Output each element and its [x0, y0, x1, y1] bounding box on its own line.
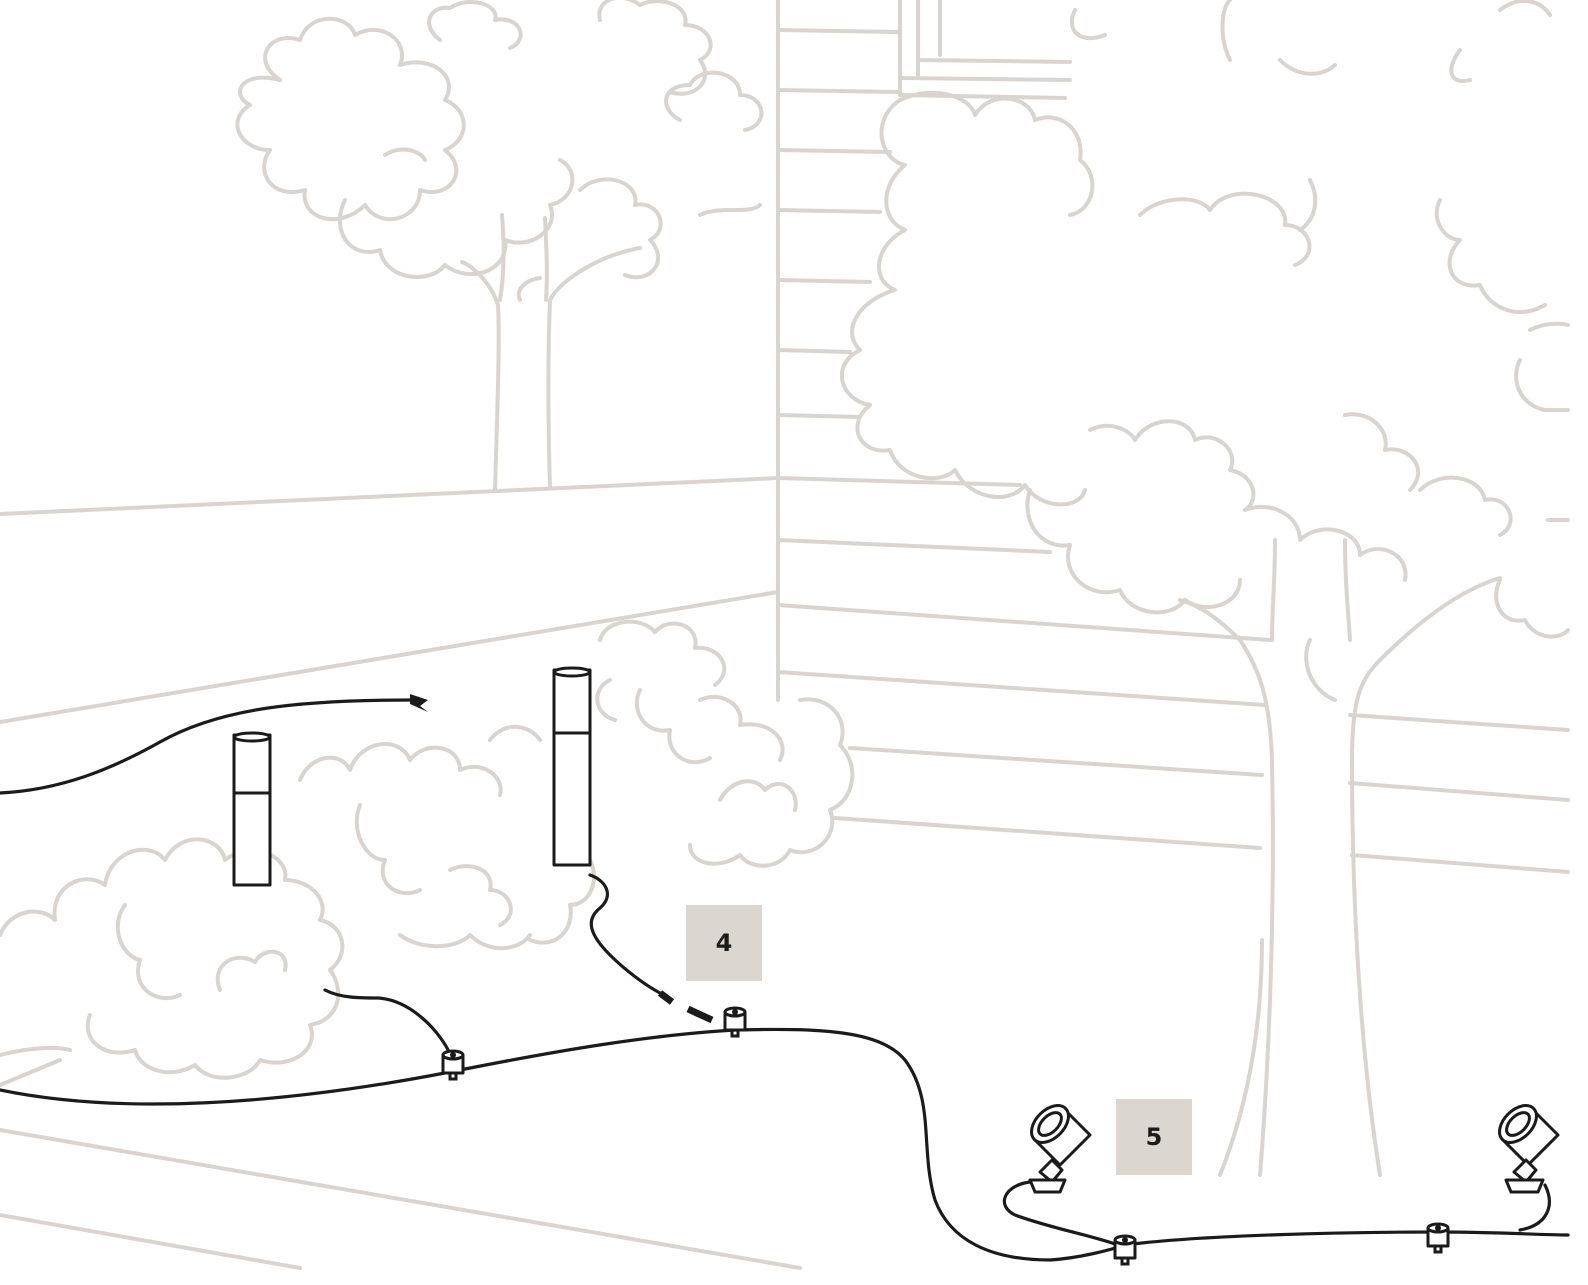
left-tree — [237, 0, 761, 490]
right-tree — [842, 0, 1568, 1175]
shrubs — [0, 622, 852, 1078]
cable-connector — [1428, 1224, 1448, 1252]
main-cable — [0, 1029, 1568, 1260]
spotlight-left — [1025, 1099, 1090, 1192]
house-window — [900, 0, 1070, 98]
background-scenery — [0, 0, 1568, 1268]
step-label-5: 5 — [1116, 1099, 1192, 1175]
step-number: 5 — [1146, 1123, 1163, 1151]
cable-plug-end — [0, 694, 428, 793]
cable-connector — [443, 1051, 463, 1079]
cable-dashed-segment — [660, 993, 712, 1020]
bollard-light-right — [554, 668, 590, 865]
branch-cable-bollard-right — [590, 875, 660, 993]
garden-edges — [0, 478, 800, 1268]
step-label-4: 4 — [686, 905, 762, 981]
branch-cable-bollard-left — [325, 990, 452, 1058]
bollard-light-left — [234, 733, 270, 885]
cable-connector — [1115, 1236, 1135, 1264]
house-siding — [778, 30, 1568, 872]
spotlight-right — [1493, 1099, 1558, 1192]
step-number: 4 — [716, 929, 733, 957]
